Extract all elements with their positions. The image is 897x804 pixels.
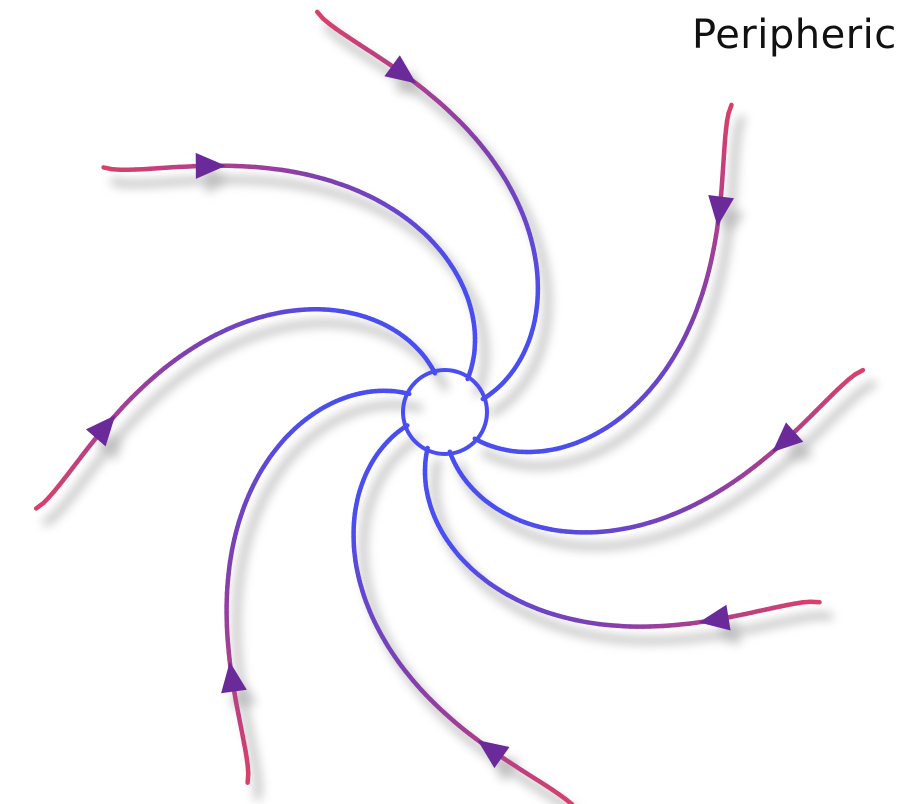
stream-2-shadow [323, 22, 552, 417]
stream-4 [447, 367, 866, 535]
stream-8-arrow-icon [85, 415, 116, 447]
stream-1 [101, 163, 478, 382]
stream-3-arrow-icon [708, 195, 734, 227]
stream-8-arrow-shadow [95, 429, 126, 461]
stream-5 [422, 445, 822, 629]
stream-5-shadow [431, 458, 833, 645]
stream-5-arrow-icon [698, 604, 731, 631]
stream-2-arrow-shadow [394, 69, 427, 98]
stream-3-arrow-shadow [718, 209, 744, 241]
stream-lines-group [33, 9, 866, 804]
stream-1-arrow-shadow [205, 166, 236, 193]
stream-2-arrow-icon [384, 55, 417, 84]
diagram-label: Peripheric [692, 12, 897, 58]
stream-3 [472, 102, 734, 455]
stream-1-arrow-icon [195, 152, 226, 179]
stream-7-arrow-icon [221, 661, 247, 694]
stream-4-arrow-icon [772, 422, 804, 453]
stream-6-arrow-icon [477, 740, 510, 769]
shadow-group [42, 22, 877, 804]
sink-ring [401, 368, 489, 456]
stream-2 [314, 9, 541, 402]
stream-5-arrow-shadow [708, 618, 741, 645]
stream-4-arrow-shadow [782, 436, 814, 467]
